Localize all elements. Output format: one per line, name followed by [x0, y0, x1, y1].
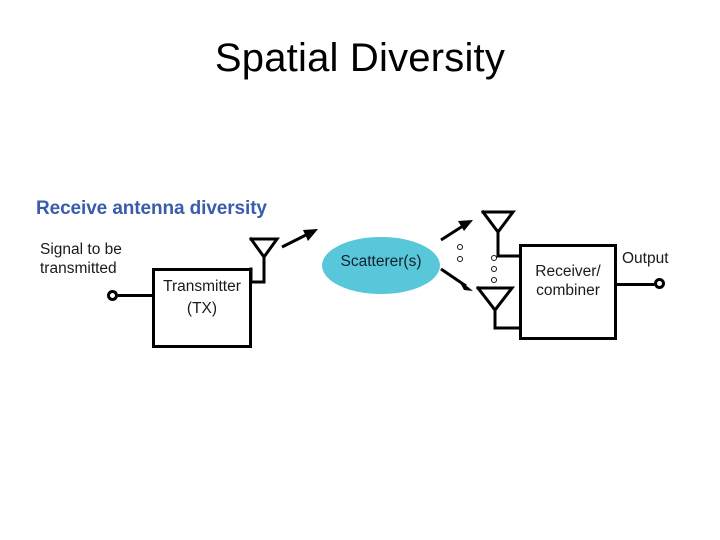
rx-antenna-top-icon: [480, 209, 522, 258]
scatterer-label: Scatterer(s): [340, 253, 422, 270]
antenna-ellipsis-dot-3: [491, 277, 497, 283]
rx-path-arrow-lower-icon: [440, 267, 473, 291]
tx-path-arrow-icon: [281, 229, 318, 249]
path-ellipsis-dot-2: [457, 256, 463, 262]
input-signal-label-line1: Signal to be: [40, 241, 122, 258]
antenna-ellipsis-dot-1: [491, 255, 497, 261]
receiver-label-line1: Receiver/: [535, 263, 601, 280]
rx-antenna-bottom-icon: [475, 285, 522, 330]
transmitter-label-line2: (TX): [186, 300, 218, 317]
page-title: Spatial Diversity: [214, 36, 506, 80]
input-terminal: [107, 290, 118, 301]
rx-path-arrow-upper-icon: [440, 220, 473, 242]
receiver-box: [519, 244, 617, 340]
receiver-label-line2: combiner: [536, 282, 600, 299]
path-ellipsis-dot-1: [457, 244, 463, 250]
transmitter-label-line1: Transmitter: [163, 278, 241, 295]
input-lead-line: [118, 294, 154, 297]
input-signal-label-line2: transmitted: [40, 260, 117, 277]
transmitter-box: [152, 268, 252, 348]
output-terminal: [654, 278, 665, 289]
section-heading: Receive antenna diversity: [36, 198, 267, 219]
tx-antenna-icon: [248, 236, 280, 284]
output-label: Output: [622, 250, 669, 267]
output-lead-line: [615, 283, 655, 286]
antenna-ellipsis-dot-2: [491, 266, 497, 272]
scatterer-ellipse: [322, 237, 440, 294]
